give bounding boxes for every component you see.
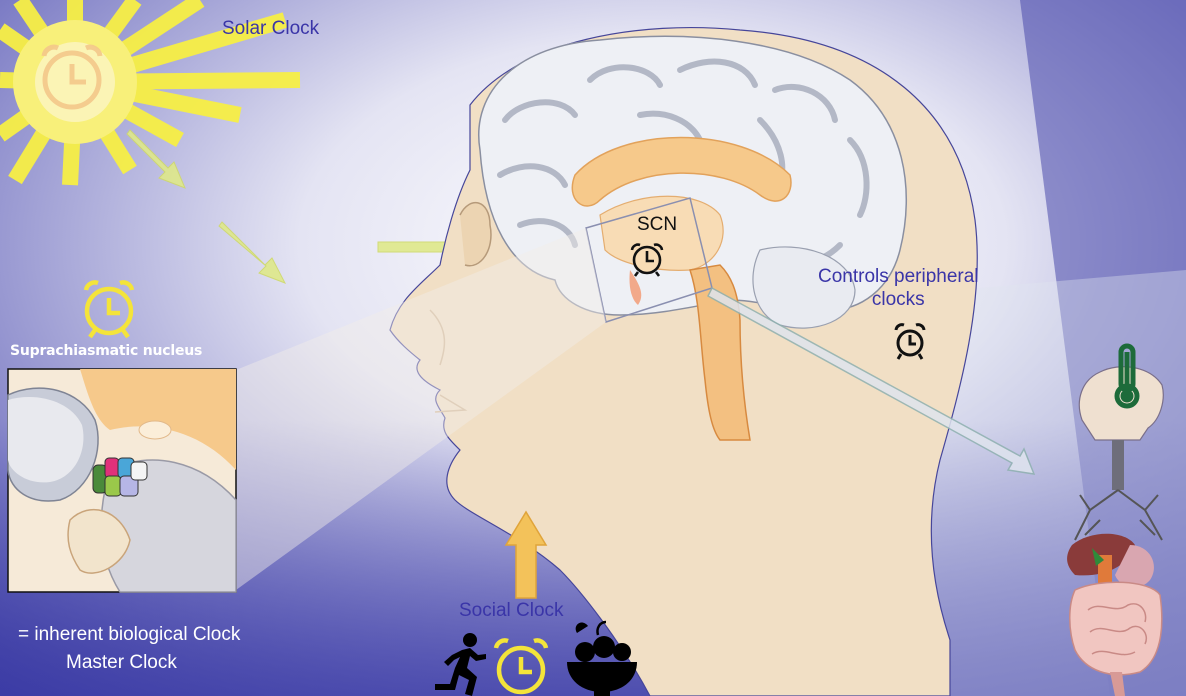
master-clock-label: Master Clock bbox=[66, 652, 177, 674]
controls-peripheral-label: Controls peripheral clocks bbox=[818, 265, 979, 311]
solar-clock-label: Solar Clock bbox=[222, 18, 319, 40]
controls-line-1: Controls peripheral bbox=[818, 265, 979, 288]
suprachiasmatic-label: Suprachiasmatic nucleus bbox=[10, 343, 202, 359]
controls-line-2: clocks bbox=[818, 288, 979, 311]
scn-label: SCN bbox=[637, 214, 677, 236]
social-clock-label: Social Clock bbox=[459, 600, 564, 622]
suprachiasmatic-inset bbox=[8, 369, 236, 592]
biological-clock-label: = inherent biological Clock bbox=[18, 624, 240, 646]
